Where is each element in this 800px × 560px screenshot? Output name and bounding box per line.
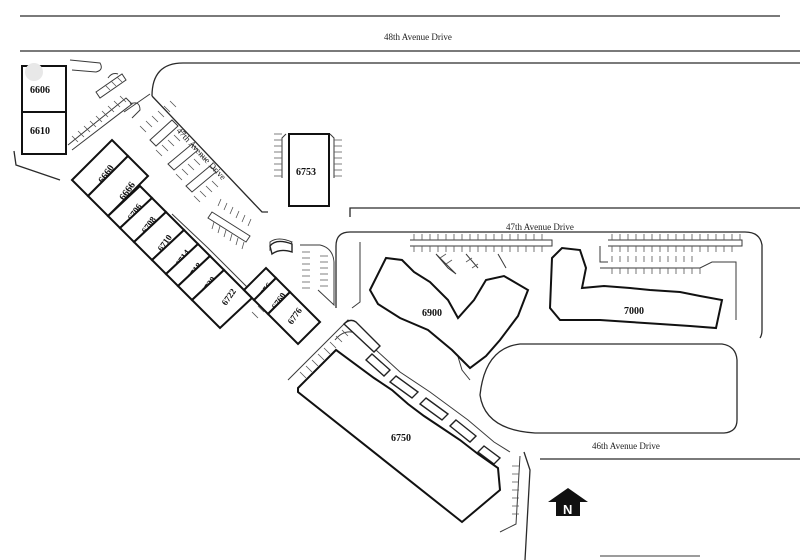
- parking-islands: [269, 240, 502, 465]
- building-6606[interactable]: 6606: [21, 63, 67, 113]
- building-label: 6606: [30, 85, 50, 96]
- building-6753[interactable]: 6753: [288, 133, 330, 207]
- building-6776[interactable]: 6776: [266, 290, 322, 346]
- street-label-46th: 46th Avenue Drive: [592, 441, 660, 451]
- building-label: 6900: [422, 308, 442, 319]
- parking-stalls: [71, 76, 741, 515]
- building-label: 6753: [296, 167, 316, 178]
- street-label-47th: 47th Avenue Drive: [506, 222, 574, 232]
- building-6750[interactable]: 6750: [297, 348, 502, 524]
- road-48th-avenue: 48th Avenue Drive: [20, 15, 800, 52]
- parking-curbs: [67, 73, 743, 533]
- building-6722[interactable]: 6722: [190, 268, 254, 330]
- road-47th-avenue: 47th Avenue Drive: [335, 207, 800, 308]
- building-6900[interactable]: 6900: [368, 256, 530, 370]
- building-label: 7000: [624, 306, 644, 317]
- road-46th-avenue: 46th Avenue Drive: [479, 268, 800, 560]
- north-arrow-letter: N: [563, 502, 572, 517]
- building-label: 6610: [30, 126, 50, 137]
- north-arrow: N: [548, 488, 588, 517]
- building-7000[interactable]: 7000: [548, 246, 724, 330]
- north-arrow-icon: [548, 488, 588, 516]
- building-6610[interactable]: 6610: [21, 111, 67, 155]
- street-label-48th: 48th Avenue Drive: [384, 32, 452, 42]
- building-label: 6750: [391, 433, 411, 444]
- buildings: 6606 6610 6660 6666 6706 6708 6710: [21, 63, 724, 524]
